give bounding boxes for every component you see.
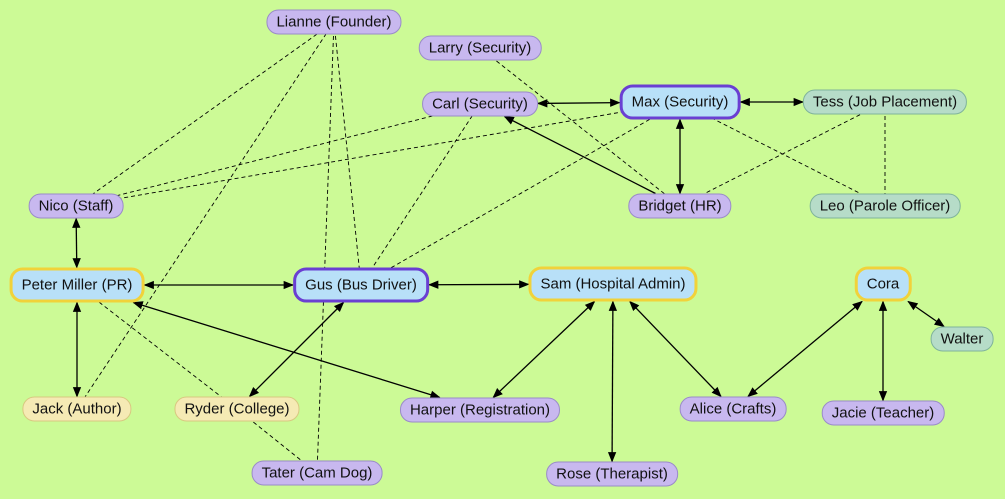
edge-peter-ryder: [76, 284, 238, 410]
edge-sam-alice: [629, 300, 722, 398]
node-sam[interactable]: Sam (Hospital Admin): [528, 266, 698, 302]
edge-sam-rose: [607, 300, 618, 463]
edge-lianne-gus: [333, 21, 362, 286]
node-jacie[interactable]: Jacie (Teacher): [821, 400, 945, 426]
node-carl[interactable]: Carl (Security): [422, 91, 538, 117]
edge-sam-harper: [492, 300, 596, 399]
edge-max-gus: [360, 101, 681, 286]
edge-cora-walter: [907, 300, 945, 328]
edge-gus-ryder: [248, 301, 345, 398]
edge-cora-alice: [747, 300, 863, 398]
node-tess[interactable]: Tess (Job Placement): [802, 89, 968, 115]
edge-carl-max: [536, 98, 621, 108]
node-gus[interactable]: Gus (Bus Driver): [293, 267, 429, 303]
edge-lianne-jack: [76, 21, 335, 410]
node-walter[interactable]: Walter: [930, 326, 994, 352]
edge-carl-nico: [75, 103, 481, 207]
edge-nico-peter: [72, 217, 81, 269]
node-jack[interactable]: Jack (Author): [22, 396, 132, 422]
node-nico[interactable]: Nico (Staff): [28, 193, 124, 219]
edge-larry-bridget: [479, 47, 681, 207]
edge-lianne-nico: [75, 21, 335, 207]
node-peter[interactable]: Peter Miller (PR): [9, 267, 145, 303]
edge-max-nico: [75, 101, 681, 207]
node-harper[interactable]: Harper (Registration): [399, 397, 561, 423]
node-ryder[interactable]: Ryder (College): [174, 396, 300, 422]
node-larry[interactable]: Larry (Security): [418, 35, 542, 61]
edge-carl-bridget: [503, 115, 656, 195]
edge-tess-bridget: [679, 101, 886, 207]
node-alice[interactable]: Alice (Crafts): [679, 396, 787, 422]
node-bridget[interactable]: Bridget (HR): [628, 193, 732, 219]
edge-lianne-tater: [316, 21, 335, 474]
node-lianne[interactable]: Lianne (Founder): [266, 9, 402, 35]
node-cora[interactable]: Cora: [854, 266, 912, 302]
node-leo[interactable]: Leo (Parole Officer): [809, 193, 961, 219]
node-max[interactable]: Max (Security): [619, 84, 741, 120]
edge-peter-harper: [132, 301, 441, 399]
edge-carl-gus: [360, 103, 481, 286]
node-rose[interactable]: Rose (Therapist): [546, 461, 678, 487]
node-tater[interactable]: Tater (Cam Dog): [251, 460, 383, 486]
